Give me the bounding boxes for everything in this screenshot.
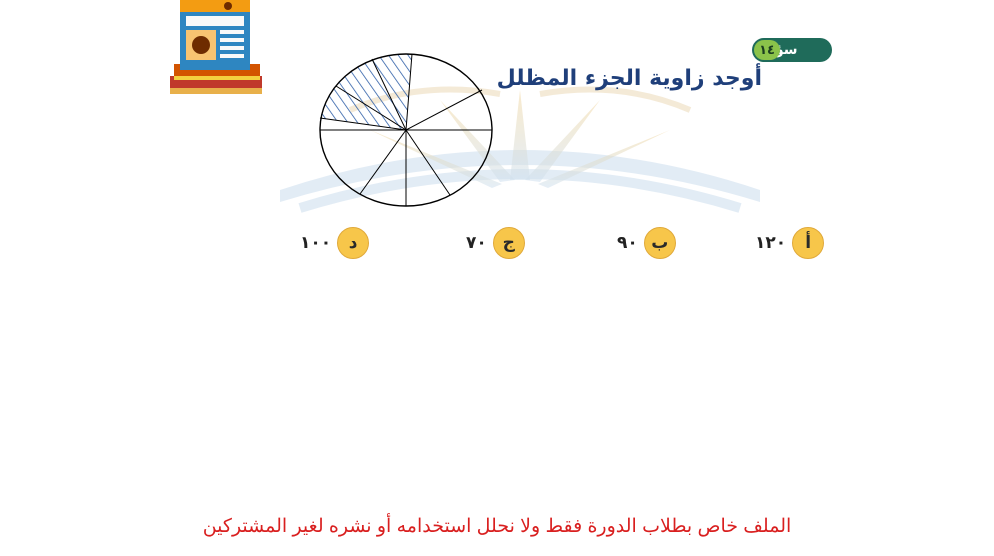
- answer-option-c[interactable]: ج ٧٠: [466, 226, 525, 260]
- question-number: ١٤: [754, 40, 780, 60]
- divided-circle-figure: [319, 53, 493, 207]
- answer-option-d[interactable]: د ١٠٠: [300, 226, 370, 260]
- watermark-book-logo: [280, 86, 760, 213]
- answer-letter-b: ب: [643, 227, 676, 259]
- answer-letter-a: أ: [792, 227, 825, 259]
- question-text: أوجد زاوية الجزء المظلل: [496, 66, 762, 91]
- answer-option-b[interactable]: ب ٩٠: [617, 226, 676, 260]
- answer-value-a: ١٢٠: [755, 233, 787, 253]
- shaded-sector: [320, 54, 412, 130]
- question-number-badge: ١٤ سؤال: [752, 38, 832, 62]
- book-stack-image: [170, 0, 262, 94]
- answer-options: أ ١٢٠ ب ٩٠ ج ٧٠ د ١٠٠: [0, 226, 994, 260]
- copyright-notice: الملف خاص بطلاب الدورة فقط ولا نحلل استخ…: [202, 516, 792, 537]
- answer-letter-c: ج: [492, 227, 525, 259]
- answer-value-d: ١٠٠: [300, 233, 332, 253]
- answer-value-c: ٧٠: [466, 233, 487, 253]
- answer-option-a[interactable]: أ ١٢٠: [755, 226, 825, 260]
- answer-letter-d: د: [337, 227, 370, 259]
- sector-dividers: [319, 53, 492, 206]
- answer-value-b: ٩٠: [617, 233, 638, 253]
